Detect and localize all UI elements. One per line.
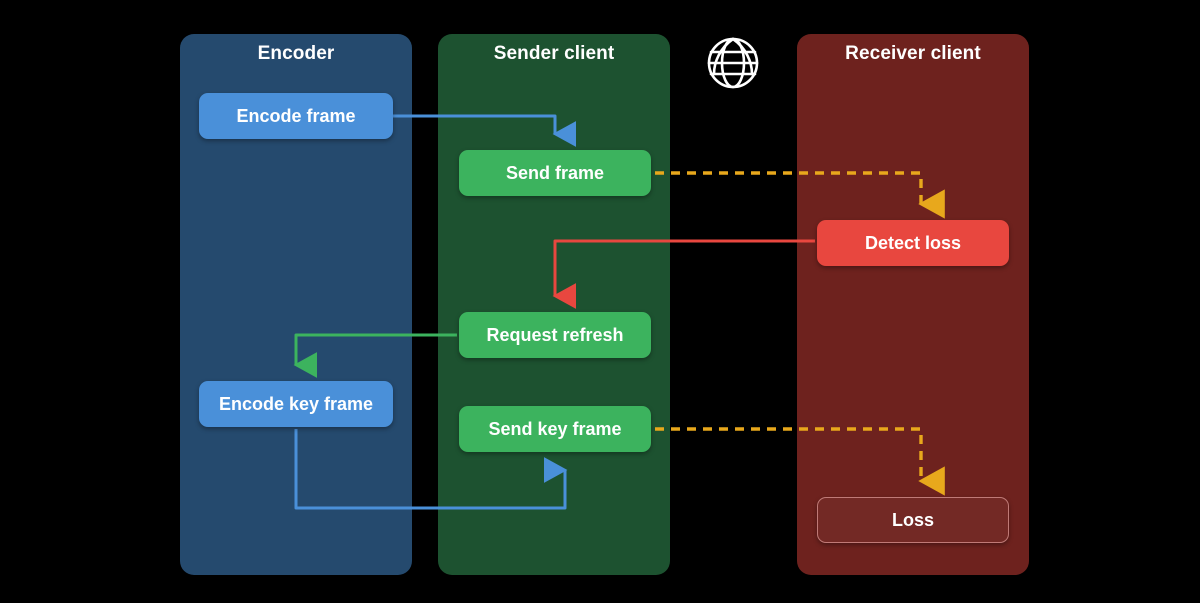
node-label-send-key-frame: Send key frame <box>488 418 622 439</box>
node-request-refresh[interactable]: Request refresh <box>459 312 651 358</box>
node-send-key-frame[interactable]: Send key frame <box>459 406 651 452</box>
swimlane-sender-client: Sender client <box>438 34 670 575</box>
node-label-detect-loss: Detect loss <box>864 232 962 253</box>
node-label-request-refresh: Request refresh <box>486 324 624 345</box>
node-label-encode-frame: Encode frame <box>236 105 356 126</box>
globe-icon <box>707 37 759 89</box>
node-label-encode-key-frame: Encode key frame <box>218 393 374 414</box>
node-detect-loss[interactable]: Detect loss <box>817 220 1009 266</box>
swimlane-receiver-client: Receiver client <box>797 34 1029 575</box>
swimlane-title-encoder: Encoder <box>257 43 335 64</box>
node-send-frame[interactable]: Send frame <box>459 150 651 196</box>
swimlane-title-sender-client: Sender client <box>493 43 615 64</box>
node-loss[interactable]: Loss <box>817 497 1009 543</box>
node-label-loss: Loss <box>891 509 934 530</box>
node-encode-frame[interactable]: Encode frame <box>199 93 393 139</box>
swimlane-title-receiver-client: Receiver client <box>845 43 981 64</box>
node-label-send-frame: Send frame <box>505 162 605 183</box>
node-encode-key-frame[interactable]: Encode key frame <box>199 381 393 427</box>
